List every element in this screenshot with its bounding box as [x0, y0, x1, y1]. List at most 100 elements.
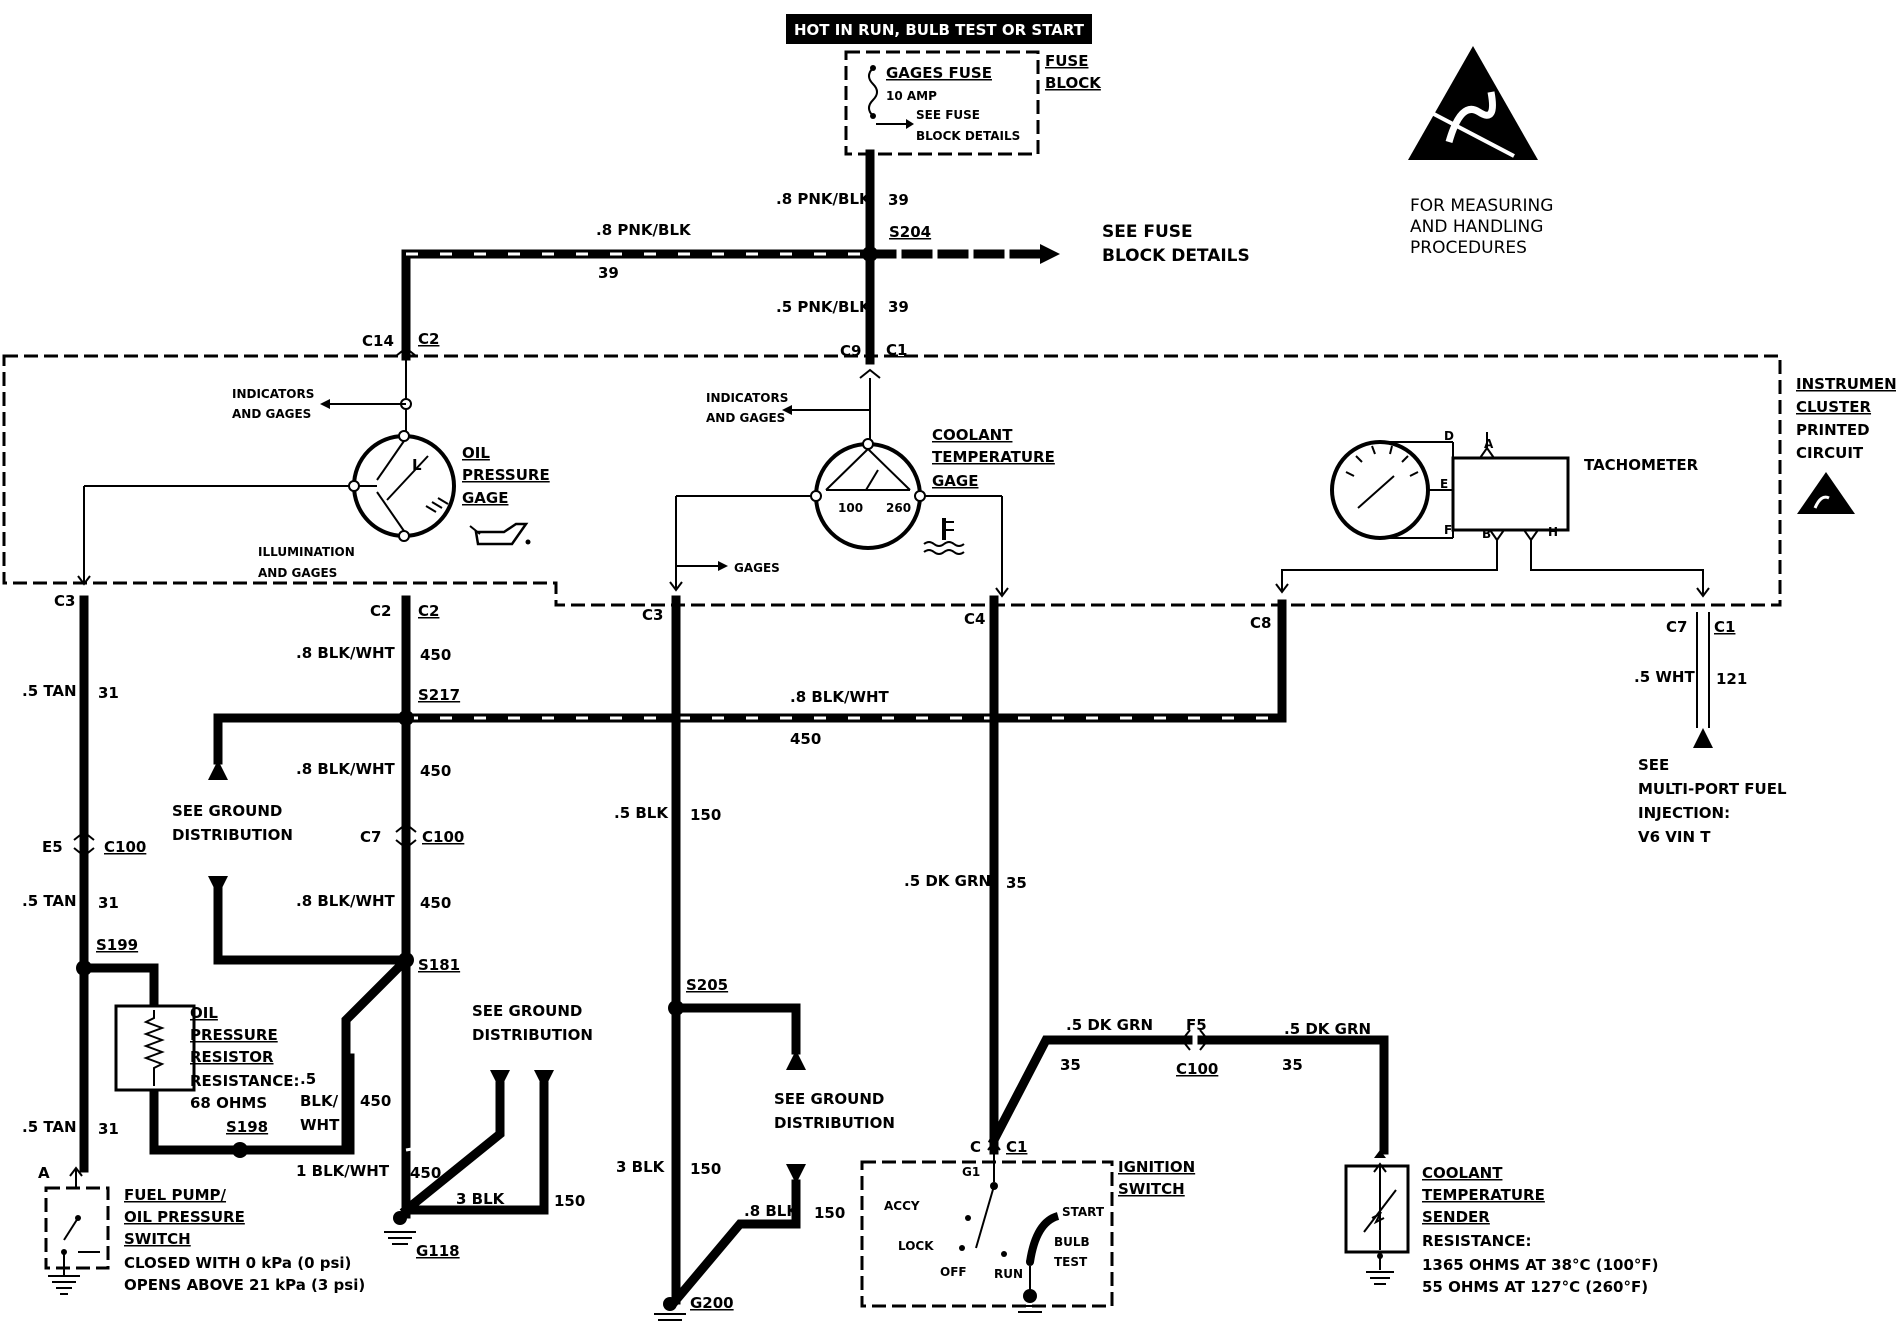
- label-ignition-title-1: IGNITION: [1118, 1158, 1195, 1176]
- label-connectors-c7-mid: C7: [360, 828, 381, 846]
- label-notes-ground-c1: SEE GROUND: [774, 1090, 884, 1108]
- label-wires-tan-1c: 31: [98, 684, 119, 702]
- label-notes-ground-b1: SEE GROUND: [472, 1002, 582, 1020]
- tachometer: A B D E F H: [1275, 429, 1710, 598]
- label-ignition-run: RUN: [994, 1267, 1023, 1281]
- label-connectors-c8: C8: [1250, 614, 1271, 632]
- label-splices-s199: S199: [96, 936, 138, 954]
- label-connectors-c-ign: C: [970, 1138, 981, 1156]
- fuse-icon: [868, 65, 878, 119]
- label-coolant-gage-v100: 100: [838, 501, 863, 515]
- label-oil-gage-title-1: OIL: [462, 444, 490, 462]
- label-wires-bw-5c: 450: [410, 1164, 441, 1182]
- label-wires-bw-4b: BLK/: [300, 1092, 339, 1110]
- label-connectors-c2-top: C2: [418, 330, 439, 348]
- power-source-label: HOT IN RUN, BULB TEST OR START: [786, 14, 1092, 44]
- label-coolant-gage-gages: GAGES: [734, 561, 780, 575]
- label-connectors-g1: G1: [962, 1165, 980, 1179]
- label-resistor-title-3: RESISTOR: [190, 1048, 274, 1066]
- label-wires-bw-4a: .5: [300, 1070, 316, 1088]
- label-switch-title-1: FUEL PUMP/: [124, 1186, 227, 1204]
- esd-small-icon: [1797, 472, 1855, 514]
- label-tach-pin-d: D: [1444, 429, 1454, 443]
- label-connectors-c9: C9: [840, 342, 861, 360]
- label-ignition-title-2: SWITCH: [1118, 1180, 1185, 1198]
- label-wires-tan-3c: 31: [98, 1120, 119, 1138]
- label-oil-gage-title-3: GAGE: [462, 489, 508, 507]
- label-tach-pin-b: B: [1482, 527, 1491, 541]
- label-esd-note-line1: FOR MEASURING: [1410, 196, 1553, 216]
- label-wires-tan-2: .5 TAN: [22, 892, 77, 910]
- label-oil-gage-l-mark: L: [412, 456, 422, 474]
- label-wires-bw-1: .8 BLK/WHT: [296, 644, 396, 662]
- label-wires-blk-3c: 150: [554, 1192, 585, 1210]
- label-connectors-c100-c: C100: [1176, 1060, 1218, 1078]
- label-wires-blk-1: .5 BLK: [614, 804, 669, 822]
- wire-450-blk-wht: [208, 595, 1287, 1219]
- label-wires-bw-h: .8 BLK/WHT: [790, 688, 890, 706]
- label-ignition-off: OFF: [940, 1265, 967, 1279]
- label-coolant-gage-indicators-1: INDICATORS: [706, 391, 788, 405]
- label-wires-bw-3: .8 BLK/WHT: [296, 892, 396, 910]
- label-fuse-block-see-1: SEE FUSE: [916, 108, 980, 122]
- label-wires-grn-1: .5 DK GRN: [904, 872, 991, 890]
- label-fuse-block-fuse-rating: 10 AMP: [886, 89, 937, 103]
- coolant-temperature-gage: 100 260: [669, 378, 1009, 598]
- thermometer-icon: [923, 518, 965, 555]
- label-resistor-title-1: OIL: [190, 1004, 218, 1022]
- label-wires-blk-1c: 150: [690, 806, 721, 824]
- wire-35-dk-grn: [987, 595, 1389, 1155]
- label-wires-grn-1c: 35: [1006, 874, 1027, 892]
- wire-150-blk: [669, 595, 806, 1307]
- label-esd-note-line3: PROCEDURES: [1410, 238, 1527, 258]
- label-wires-bw-3c: 450: [420, 894, 451, 912]
- label-wires-blk-4: .8 BLK: [744, 1202, 799, 1220]
- label-notes-ground-b2: DISTRIBUTION: [472, 1026, 593, 1044]
- label-wires-tan-3: .5 TAN: [22, 1118, 77, 1136]
- label-ignition-lock: LOCK: [898, 1239, 934, 1253]
- label-tach-pin-e: E: [1440, 477, 1448, 491]
- label-oil-gage-indicators-2: AND GAGES: [232, 407, 311, 421]
- label-esd-note-line2: AND HANDLING: [1410, 217, 1543, 237]
- label-coolant-gage-indicators-2: AND GAGES: [706, 411, 785, 425]
- label-switch-opens: OPENS ABOVE 21 kPa (3 psi): [124, 1276, 365, 1294]
- coolant-sender: [1344, 1150, 1410, 1285]
- label-notes-mpfi-1: SEE: [1638, 756, 1669, 774]
- ground-g200-icon: [654, 1297, 686, 1321]
- label-connectors-c3-left: C3: [54, 592, 75, 610]
- label-wires-grn-2: .5 DK GRN: [1066, 1016, 1153, 1034]
- label-tach-title: TACHOMETER: [1584, 456, 1699, 474]
- label-feed-down-wire: .5 PNK/BLK: [776, 298, 872, 316]
- label-connectors-c100-b: C100: [422, 828, 464, 846]
- label-connectors-f5: F5: [1186, 1016, 1207, 1034]
- oil-can-icon: [469, 522, 531, 546]
- label-wires-blk-4c: 150: [814, 1204, 845, 1222]
- label-wires-bw-2: .8 BLK/WHT: [296, 760, 396, 778]
- label-resistor-res-2: 68 OHMS: [190, 1094, 267, 1112]
- label-connectors-c100-a: C100: [104, 838, 146, 856]
- label-cluster-line4: CIRCUIT: [1796, 444, 1864, 462]
- label-oil-gage-illum-1: ILLUMINATION: [258, 545, 355, 559]
- ground-g118-icon: [384, 1211, 416, 1245]
- label-coolant-gage-v260: 260: [886, 501, 911, 515]
- label-connectors-e5: E5: [42, 838, 63, 856]
- label-fuse-block-see-2: BLOCK DETAILS: [916, 129, 1020, 143]
- label-sender-r1: 1365 OHMS AT 38°C (100°F): [1422, 1256, 1659, 1274]
- label-notes-mpfi-3: INJECTION:: [1638, 804, 1730, 822]
- label-resistor-res-1: RESISTANCE:: [190, 1072, 299, 1090]
- oil-pressure-switch: [44, 1166, 110, 1295]
- label-wires-tan-2c: 31: [98, 894, 119, 912]
- label-fuse-block-title-2: BLOCK: [1045, 74, 1102, 92]
- label-wires-grn-3c: 35: [1282, 1056, 1303, 1074]
- label-feed-see-2: BLOCK DETAILS: [1102, 246, 1250, 266]
- label-wires-grn-2c: 35: [1060, 1056, 1081, 1074]
- label-fuse-block-fuse-name: GAGES FUSE: [886, 64, 992, 82]
- ignition-switch: [860, 1140, 1114, 1313]
- label-connectors-c1-top: C1: [886, 341, 907, 359]
- label-connectors-c14: C14: [362, 332, 394, 350]
- wire-121-wht: [1693, 612, 1713, 748]
- label-connectors-c7-right: C7: [1666, 618, 1687, 636]
- label-oil-gage-title-2: PRESSURE: [462, 466, 550, 484]
- label-wires-bw-1c: 450: [420, 646, 451, 664]
